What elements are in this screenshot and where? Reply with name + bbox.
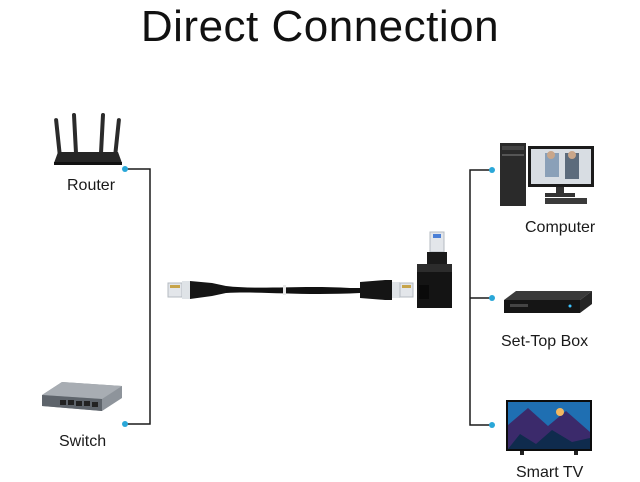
left-connector-lines (125, 168, 151, 425)
set-top-box-icon (504, 291, 592, 313)
smart-tv-label: Smart TV (516, 464, 584, 481)
router-label: Router (67, 177, 116, 194)
computer-label: Computer (525, 219, 596, 236)
computer-port-dot (489, 167, 495, 173)
router-port-dot (122, 166, 128, 172)
router-icon (54, 113, 122, 165)
right-angle-adapter-icon (417, 231, 452, 308)
switch-label: Switch (59, 433, 107, 450)
diagram-title: Direct Connection (140, 2, 500, 51)
set-top-box-port-dot (489, 295, 495, 301)
network-switch-icon (42, 382, 122, 411)
smart-tv-icon (506, 400, 592, 455)
smart-tv-port-dot (489, 422, 495, 428)
set-top-box-label: Set-Top Box (501, 333, 589, 350)
desktop-computer-icon (500, 143, 594, 206)
right-connector-lines (469, 169, 492, 426)
ethernet-cable-icon (167, 280, 414, 300)
switch-port-dot (122, 421, 128, 427)
